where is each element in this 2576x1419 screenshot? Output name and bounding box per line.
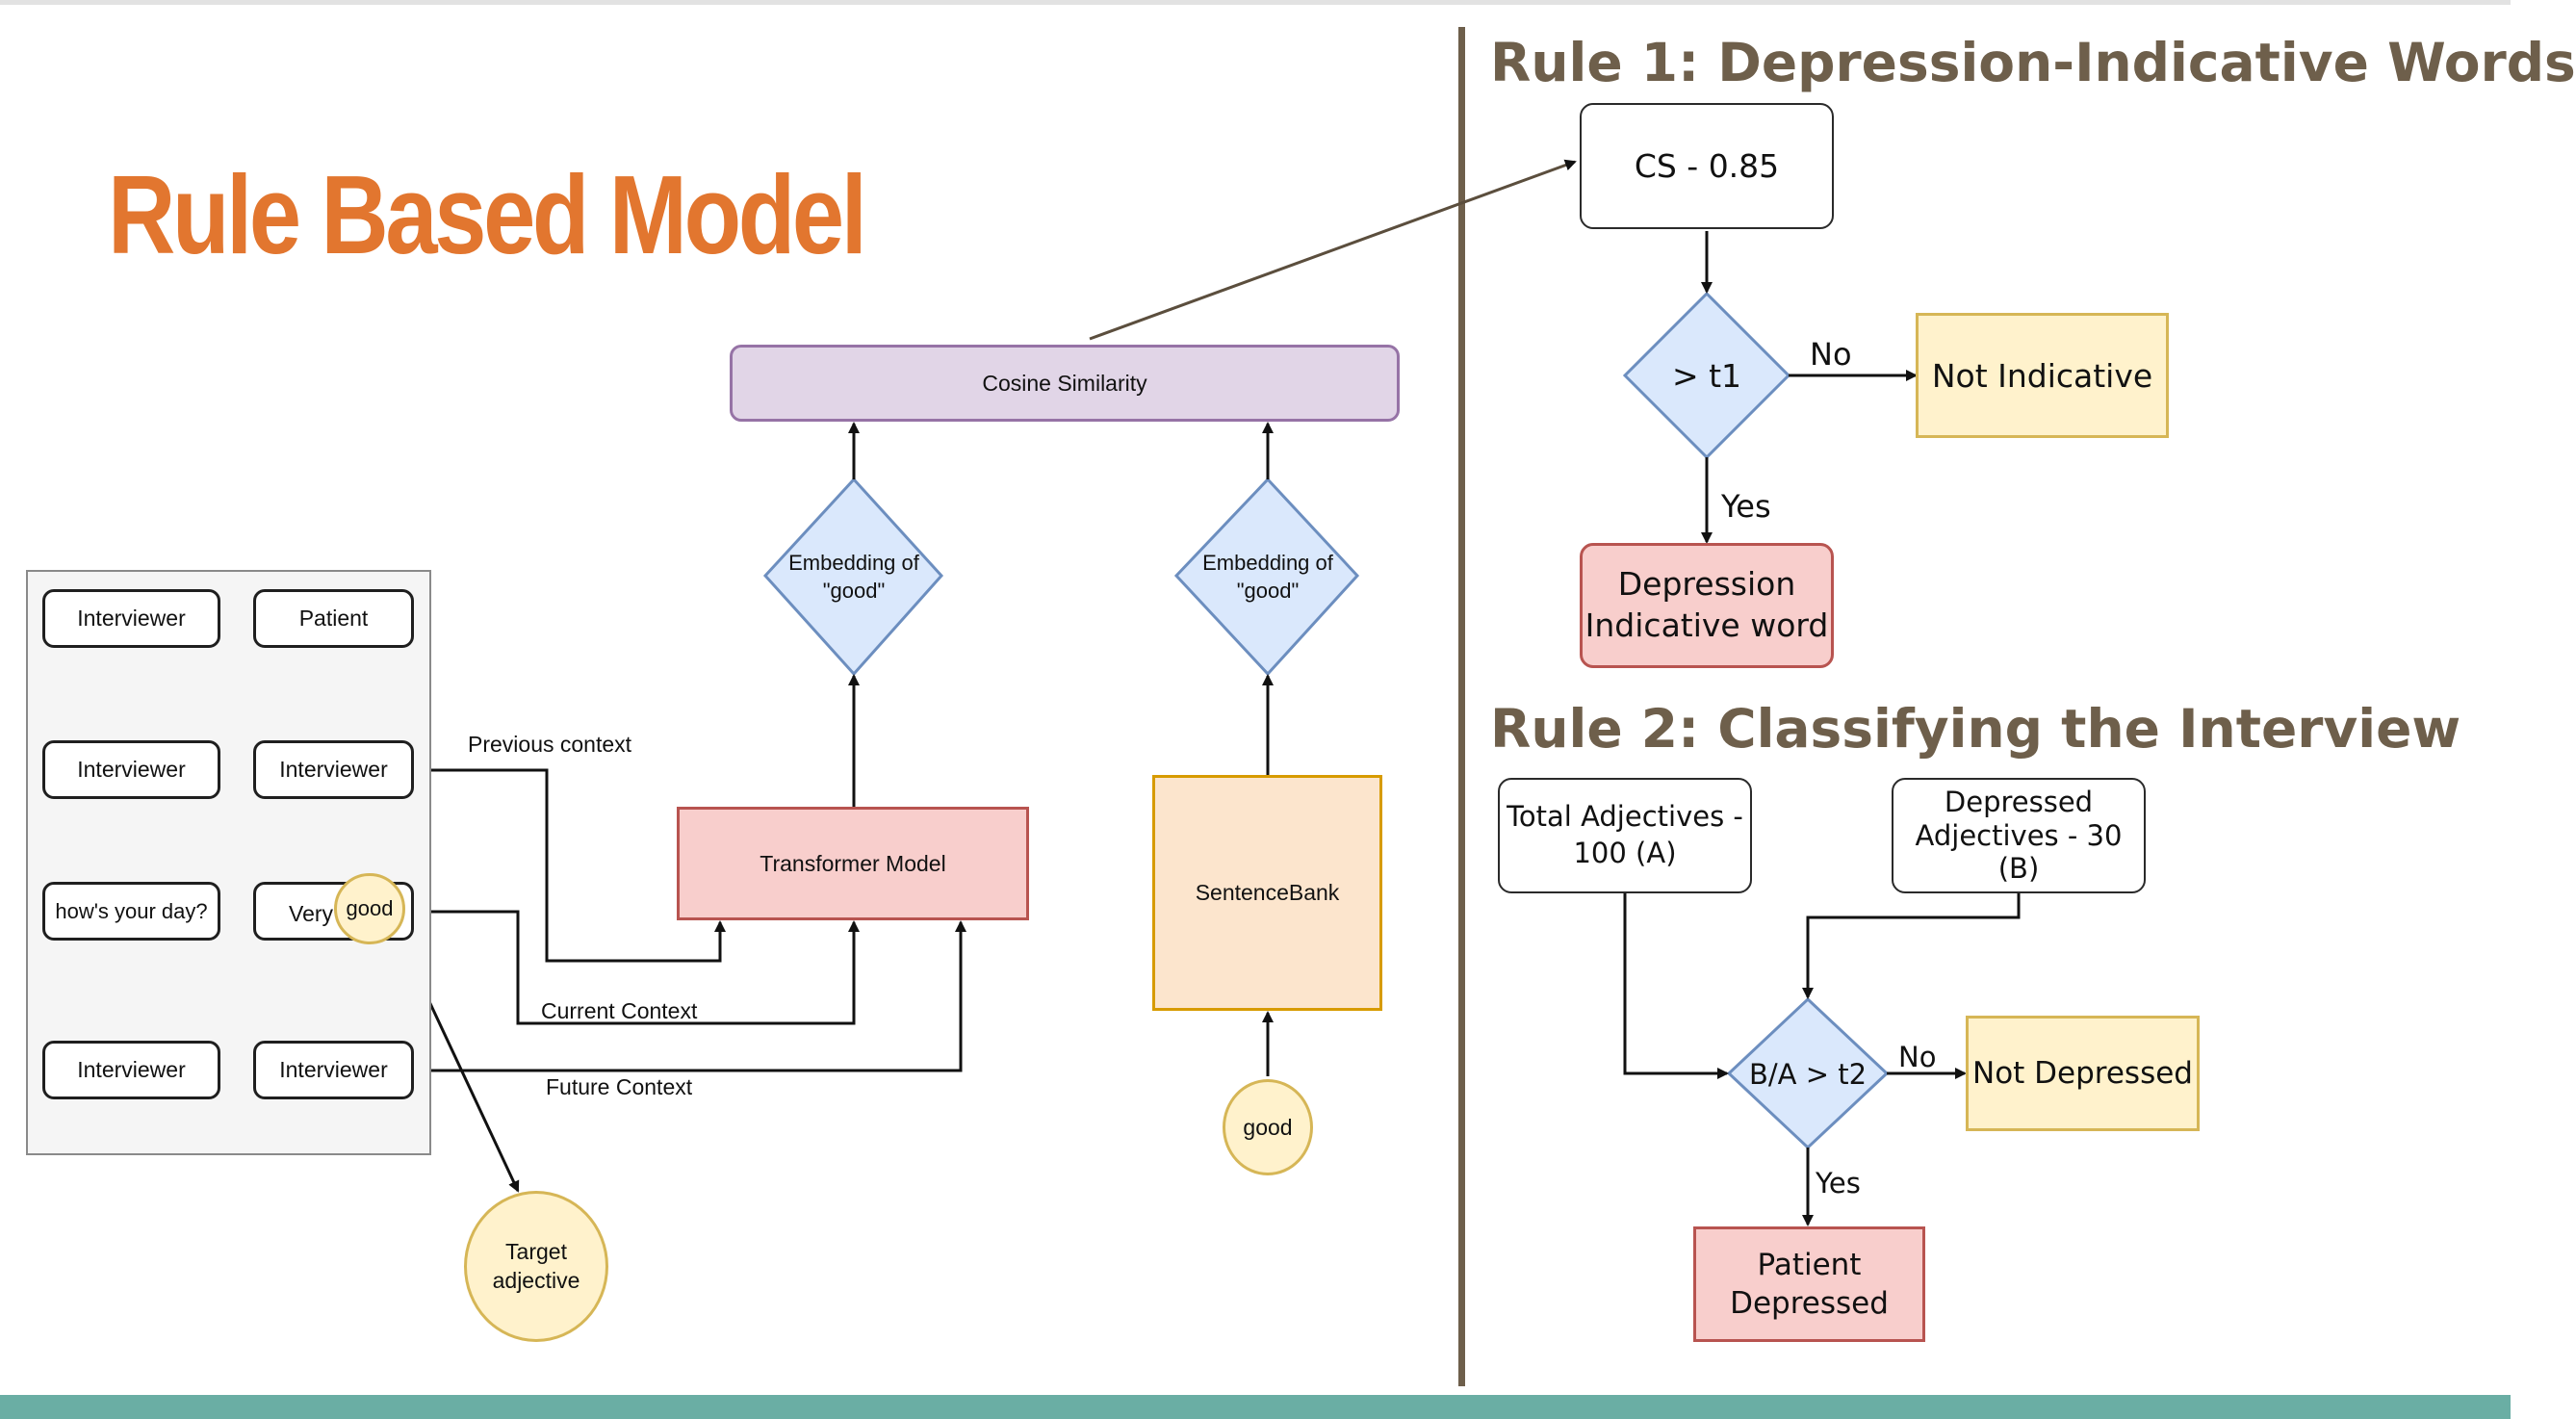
- dialogue-cell: Interviewer: [42, 1041, 220, 1099]
- cs-score-box: CS - 0.85: [1580, 103, 1834, 229]
- cosine-similarity-box: Cosine Similarity: [730, 345, 1400, 422]
- top-rule: [0, 0, 2511, 5]
- previous-context-label: Previous context: [468, 732, 632, 757]
- embedding-left-label: Embedding of "good": [788, 551, 919, 603]
- input-word-circle: good: [1223, 1079, 1313, 1175]
- total-adjectives-box: Total Adjectives - 100 (A): [1498, 778, 1752, 893]
- rule1-no-label: No: [1810, 336, 1852, 373]
- total-adjectives-connector: [1623, 893, 1729, 1079]
- rule1-decision-label: > t1: [1671, 356, 1742, 395]
- rule2-yes-label: Yes: [1816, 1167, 1861, 1200]
- depressed-adjectives-box: Depressed Adjectives - 30 (B): [1892, 778, 2146, 893]
- connector-layer: [394, 159, 2021, 1226]
- dialogue-cell: Interviewer: [42, 740, 220, 799]
- rule2-no-label: No: [1898, 1041, 1937, 1073]
- previous-context-connector: [412, 768, 726, 963]
- future-context-label: Future Context: [546, 1074, 693, 1099]
- slide-title: Rule Based Model: [108, 152, 867, 277]
- footer-bar: [0, 1395, 2511, 1419]
- dialogue-cell: Interviewer: [42, 589, 220, 648]
- depressed-adjectives-connector: [1802, 893, 2021, 999]
- highlight-word-circle: good: [334, 873, 405, 944]
- rule1-yes-label: Yes: [1721, 488, 1771, 525]
- indicative-word-box: Depression Indicative word: [1580, 543, 1834, 668]
- dialogue-cell: Interviewer: [253, 740, 414, 799]
- not-indicative-box: Not Indicative: [1916, 313, 2169, 438]
- dialogue-cell: Patient: [253, 589, 414, 648]
- embedding-right-label: Embedding of "good": [1202, 551, 1333, 603]
- rule2-heading: Rule 2: Classifying the Interview: [1490, 698, 2461, 760]
- current-context-label: Current Context: [541, 998, 698, 1023]
- dialogue-cell-text: Very: [289, 901, 334, 926]
- not-depressed-box: Not Depressed: [1966, 1016, 2200, 1131]
- target-adjective-circle: Target adjective: [464, 1191, 608, 1342]
- dialogue-cell: Interviewer: [253, 1041, 414, 1099]
- future-context-connector: [414, 920, 966, 1072]
- cosine-to-rule1-arrow: [1089, 159, 1577, 341]
- rule2-decision-label: B/A > t2: [1748, 1058, 1868, 1091]
- sentence-bank-box: SentenceBank: [1152, 775, 1382, 1011]
- rule1-heading: Rule 1: Depression-Indicative Words: [1490, 32, 2576, 93]
- transformer-model-box: Transformer Model: [677, 807, 1029, 920]
- vertical-divider: [1458, 27, 1465, 1386]
- patient-depressed-box: Patient Depressed: [1693, 1226, 1925, 1342]
- dialogue-cell: how's your day?: [42, 882, 220, 941]
